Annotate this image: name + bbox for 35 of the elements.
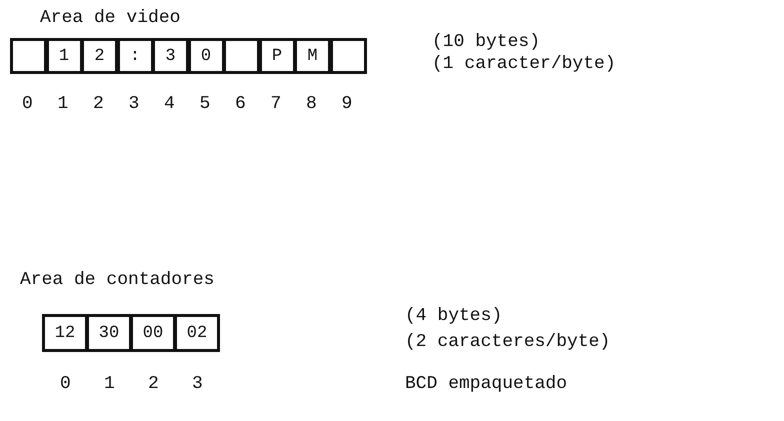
memory-cell: 30: [86, 314, 132, 352]
note-text: (1 caracter/byte): [432, 54, 616, 74]
byte-index: 1: [58, 94, 68, 114]
byte-index: 3: [192, 374, 203, 394]
byte-index: 9: [342, 94, 352, 114]
empty-memory-cell: [10, 38, 47, 74]
memory-cell: 02: [174, 314, 220, 352]
memory-cell: P: [258, 38, 296, 74]
byte-index: 6: [235, 94, 246, 114]
byte-index: 1: [104, 374, 115, 394]
memory-cell: 3: [152, 38, 189, 74]
byte-index: 0: [22, 94, 33, 114]
empty-memory-cell: [223, 38, 260, 74]
byte-index: 2: [93, 94, 104, 114]
memory-cell: 0: [188, 38, 224, 74]
memory-cell: 1: [46, 38, 82, 74]
byte-index: 3: [128, 94, 140, 114]
note-text: (4 bytes): [405, 306, 502, 326]
memory-cell: 2: [81, 38, 118, 74]
memory-cell: M: [294, 38, 331, 74]
section-heading: Area de video: [40, 8, 180, 28]
section-heading: Area de contadores: [20, 270, 214, 290]
byte-index: 4: [164, 94, 175, 114]
memory-cell: 00: [130, 314, 176, 352]
byte-index: 5: [200, 94, 210, 114]
note-text: BCD empaquetado: [405, 374, 568, 394]
note-text: (2 caracteres/byte): [405, 332, 610, 352]
byte-index: 2: [148, 374, 159, 394]
empty-memory-cell: [330, 38, 366, 74]
byte-index: 0: [60, 374, 71, 394]
memory-cell: :: [116, 38, 154, 74]
byte-index: 7: [270, 94, 282, 114]
byte-index: 8: [306, 94, 317, 114]
note-text: (10 bytes): [432, 32, 540, 52]
memory-cell: 12: [42, 314, 88, 352]
